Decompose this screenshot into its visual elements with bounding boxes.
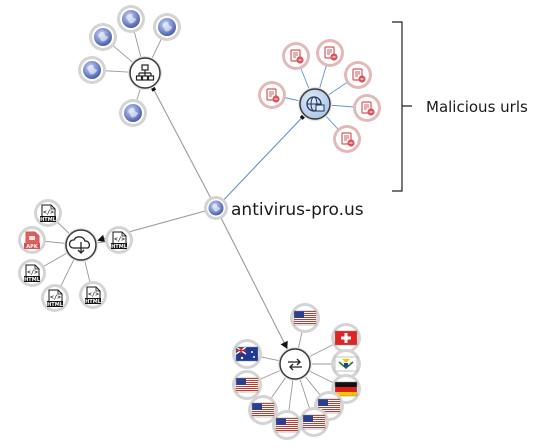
countries-hub-node[interactable] [278,347,312,381]
network-hierarchy-icon [135,64,155,81]
flag-us-icon-shape [293,310,317,326]
flag-de-icon-shape [334,381,358,397]
flag-au-icon-shape [235,346,259,362]
malicious-url-node[interactable] [282,42,310,70]
html-file-icon-shape: </>HTML [111,231,128,250]
flag-ch-node[interactable] [331,323,361,353]
globe-leaf-node[interactable] [153,13,181,41]
malicious-url-icon-shape [361,101,375,116]
globe-leaf-node[interactable] [117,5,145,33]
malicious-url-icon-shape [266,88,280,103]
globe-leaf-icon-shape [122,10,140,28]
svg-text:HTML: HTML [47,302,64,308]
svg-text:HTML: HTML [24,277,41,283]
flag-us-icon-shape [275,417,299,433]
flag-ch-icon-shape [334,330,358,346]
flag-au-node[interactable] [232,339,262,369]
globe-leaf-node[interactable] [78,56,106,84]
flag-us-node[interactable] [290,303,320,333]
cloud-download-icon [68,236,90,254]
flag-us-node[interactable] [272,410,302,440]
malicious-urls-bracket [392,21,412,192]
apk-file-node[interactable]: APK [18,226,46,254]
exchange-arrows-icon [288,358,302,371]
flag-us-node[interactable] [232,370,262,400]
downloads-branch-arrowhead [97,234,106,243]
root-node[interactable] [204,196,228,220]
svg-text:</>: </> [50,294,61,301]
html-file-icon-shape: </>HTML [85,286,102,305]
malicious-url-icon-shape [341,132,355,147]
html-file-node[interactable]: </>HTML [18,259,46,287]
globe-leaf-icon-shape [94,28,112,46]
network-hub-node[interactable] [128,56,162,90]
malicious-url-icon-shape [352,68,366,83]
html-file-icon-shape: </>HTML [24,264,41,283]
globe-icon [208,200,224,216]
url-globe-icon [306,96,325,112]
labels: Malicious urls antivirus-pro.us [231,21,528,220]
bracket-label: Malicious urls [426,98,528,116]
globe-leaf-icon-shape [124,104,142,122]
malicious-url-node[interactable] [316,39,344,67]
malicious-url-icon-shape [290,49,304,64]
malicious-urls-branch-edge [215,115,304,209]
flag-vi-icon-shape [334,356,358,372]
html-file-icon-shape: </>HTML [47,289,64,308]
malicious-url-node[interactable] [353,94,381,122]
svg-text:HTML: HTML [40,217,57,223]
countries-branch-edge [215,207,288,350]
malicious-url-node[interactable] [344,61,372,89]
svg-text:HTML: HTML [85,299,102,305]
html-file-node[interactable]: </>HTML [41,284,69,312]
globe-leaf-node[interactable] [89,23,117,51]
html-file-icon-shape: </>HTML [40,204,57,223]
globe-leaf-node[interactable] [119,99,147,127]
malicious-url-node[interactable] [258,81,286,109]
flag-us-node[interactable] [299,407,329,437]
network-branch-edge [152,87,217,209]
malicious-url-node[interactable] [333,125,361,153]
svg-text:HTML: HTML [111,244,128,250]
downloads-hub-node[interactable] [64,228,98,262]
root-node-label[interactable]: antivirus-pro.us [231,200,364,220]
html-file-node[interactable]: </>HTML [79,281,107,309]
flag-vi-node[interactable] [331,349,361,379]
malicious-urls-hub-node[interactable] [298,87,332,121]
malicious-url-icon-shape [324,46,338,61]
svg-text:</>: </> [27,269,38,276]
flag-us-node[interactable] [248,395,278,425]
html-file-node[interactable]: </>HTML [34,199,62,227]
flag-us-icon-shape [235,377,259,393]
svg-text:</>: </> [43,209,54,216]
flag-us-icon-shape [251,402,275,418]
svg-text:</>: </> [88,291,99,298]
flag-us-icon-shape [317,398,341,414]
apk-file-icon-shape: APK [24,231,40,250]
svg-text:</>: </> [114,236,125,243]
svg-text:APK: APK [26,244,39,250]
countries-branch-arrowhead [280,340,288,349]
html-file-node[interactable]: </>HTML [105,226,133,254]
globe-leaf-icon-shape [158,18,176,36]
globe-leaf-icon-shape [83,61,101,79]
flag-us-icon-shape [302,414,326,430]
